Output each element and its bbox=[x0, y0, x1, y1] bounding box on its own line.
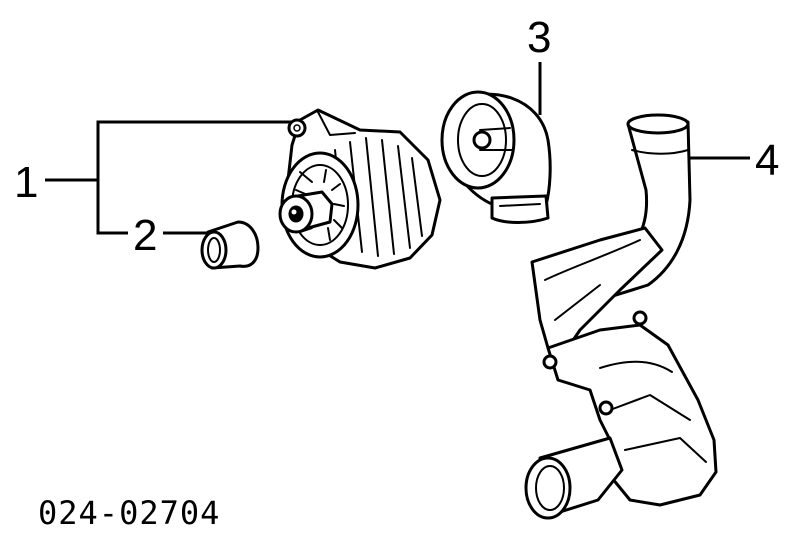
callout-1: 1 bbox=[14, 158, 38, 207]
leader-lines bbox=[45, 62, 750, 235]
callout-2: 2 bbox=[133, 211, 157, 260]
air-duct-icon bbox=[524, 113, 718, 520]
pulley-sleeve-icon bbox=[200, 220, 260, 270]
callout-3: 3 bbox=[527, 13, 551, 62]
air-scoop-icon bbox=[440, 90, 552, 224]
alternator-icon bbox=[278, 108, 442, 270]
callout-4: 4 bbox=[755, 136, 779, 185]
reference-code: 024-02704 bbox=[38, 494, 220, 532]
leader-1-bracket bbox=[96, 120, 295, 235]
